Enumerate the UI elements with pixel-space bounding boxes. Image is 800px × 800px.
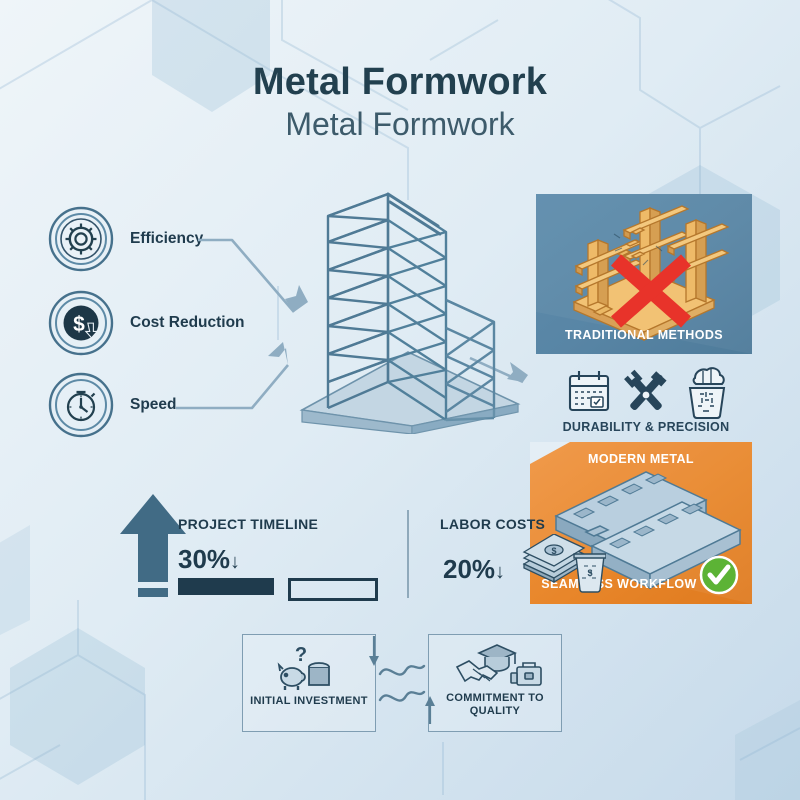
svg-text:$: $ [587,568,592,578]
stopwatch-icon [48,372,114,438]
progress-bar-empty [288,578,378,601]
feature-label: Speed [130,396,177,413]
page-title: Metal Formwork [252,61,548,103]
money-stack-icon: $ $ [522,534,606,593]
brain-bucket-icon [688,367,726,419]
stat-title-labor: LABOR COSTS [440,516,546,532]
metal-formwork-scaffold-illustration [299,192,521,434]
piggy-bank-icon: ? [277,644,330,690]
feature-label: Efficiency [130,230,204,247]
durability-precision-icons [540,362,752,440]
stat-value-labor: 20%↓ [443,554,505,585]
stat-number: 20% [443,554,496,584]
panel-modern-metal[interactable]: MODERN METAL SEAMLESS WORKFLOW [530,442,752,604]
panel-caption-traditional: TRADITIONAL METHODS [564,328,724,342]
metal-beams-icon [530,442,752,604]
gear-icon [48,206,114,272]
wavy-arrow-connector [369,636,435,724]
down-arrow-glyph: ↓ [495,561,506,583]
panel-caption-modern-top: MODERN METAL [588,452,694,466]
feature-item-efficiency[interactable]: Efficiency [48,206,203,272]
feature-item-cost-reduction[interactable]: $ Cost Reduction [48,290,245,356]
panel-traditional-methods[interactable]: TRADITIONAL METHODS [536,194,752,354]
calendar-icon [568,371,610,412]
stat-value-timeline: 30%↓ [178,544,240,575]
crossed-tools-icon [624,369,667,411]
question-mark-icon: ? [295,644,307,666]
bottom-box-initial-investment[interactable]: ? INITIAL INVESTMENT [242,634,376,732]
bottom-caption-right: COMMITMENT TO QUALITY [446,691,544,718]
progress-bar-filled [178,578,274,595]
feature-item-speed[interactable]: Speed [48,372,177,438]
bottom-caption-left: INITIAL INVESTMENT [250,695,368,708]
up-arrow-icon [120,494,186,597]
wooden-formwork-icon [536,194,752,354]
down-arrow-glyph: ↓ [230,551,241,573]
stats-block: PROJECT TIMELINE 30%↓ LABOR COSTS 20%↓ $ [120,492,606,610]
handshake-icon [455,644,542,686]
svg-text:$: $ [73,313,85,336]
green-check-icon [699,555,739,595]
panel-caption-durability: DURABILITY & PRECISION [562,420,730,434]
red-x-icon [611,254,691,328]
page-subtitle: Metal Formwork [285,106,515,143]
bottom-box-commitment-quality[interactable]: COMMITMENT TO QUALITY [428,634,562,732]
feature-label: Cost Reduction [130,314,245,331]
dollar-down-icon: $ [48,290,114,356]
header-block: Metal Formwork Metal Formwork [0,61,800,143]
stat-number: 30% [178,544,231,574]
stats-divider [407,510,409,598]
stat-title-timeline: PROJECT TIMELINE [178,516,319,532]
svg-text:$: $ [551,546,556,556]
